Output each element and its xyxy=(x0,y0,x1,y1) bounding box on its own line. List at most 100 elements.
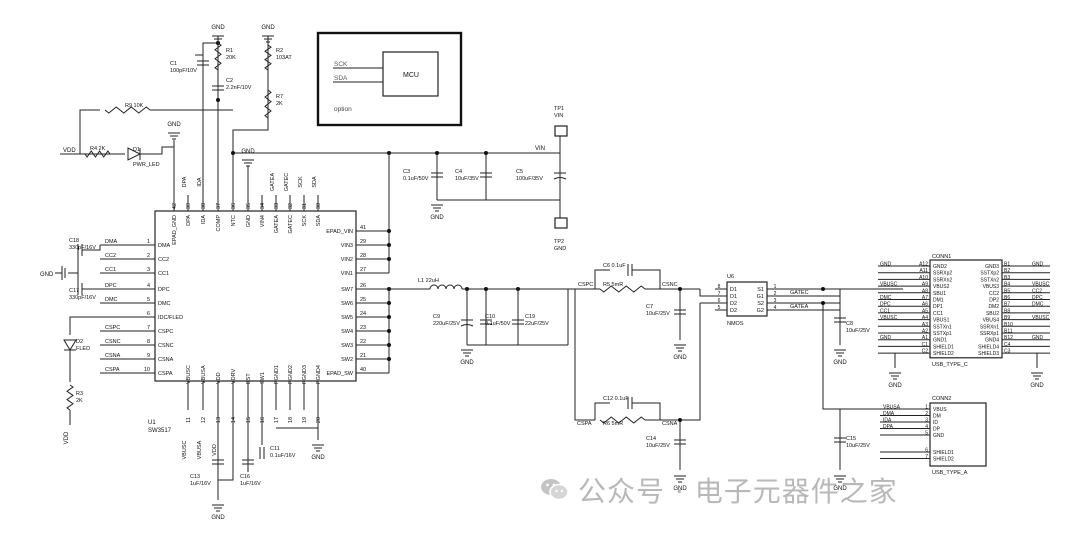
r6-label: R6 5mR xyxy=(603,421,623,427)
conn1-pin-name: GND2 xyxy=(933,264,947,270)
u6-pin-name: D1 xyxy=(730,294,737,300)
r1-resistor xyxy=(214,42,222,71)
net-label: GND xyxy=(880,262,892,268)
ground-symbol xyxy=(674,475,686,483)
net-label: DMC xyxy=(880,295,892,301)
vdd-label: VDD xyxy=(63,148,76,154)
u1-pin-name: DMC xyxy=(158,301,171,307)
u1-pin-num: 35 xyxy=(246,203,252,209)
components xyxy=(61,31,1043,512)
conn1-body xyxy=(929,259,1003,359)
junction-dot xyxy=(231,151,235,155)
conn1-pin-name: GND1 xyxy=(933,338,947,344)
value-C8: 10uF/25V xyxy=(846,328,870,334)
gnd-label: GND xyxy=(833,360,847,366)
ground-symbol xyxy=(212,504,224,512)
junction-dot xyxy=(435,151,439,155)
ref-C18: C18 xyxy=(69,238,79,244)
junction-dot xyxy=(821,287,825,291)
net-label: VBUSC xyxy=(182,440,188,459)
ref-C1: C1 xyxy=(170,61,177,67)
gnd-label: GND xyxy=(261,25,275,31)
u6-pin-name: G2 xyxy=(757,308,764,314)
net-label: CC1 xyxy=(105,267,116,273)
conn1-pin-num: A10 xyxy=(919,275,928,281)
net-label: CSPC xyxy=(578,282,593,288)
conn2-pin-name: GND xyxy=(933,433,945,439)
conn2-pin-name: ID xyxy=(933,420,938,426)
u1-pin-name: CC1 xyxy=(158,271,169,277)
conn1-pin-name: SBU2 xyxy=(986,311,999,317)
gnd-label: GND xyxy=(241,149,255,155)
u1-pin-name: VIN4 xyxy=(260,215,266,227)
gnd-label: GND xyxy=(211,25,225,31)
junction-dot xyxy=(387,357,391,361)
u1-pin-name: SCK xyxy=(302,215,308,227)
conn1-pin-num: A6 xyxy=(922,302,928,308)
ref-D2: D2 xyxy=(76,339,83,345)
net-label: VBUSC xyxy=(1032,315,1050,321)
mcu-sda: SDA xyxy=(334,75,348,82)
ground-symbol xyxy=(431,204,443,212)
value-C18: 330pF/16V xyxy=(69,245,96,251)
u1-pin-num: 33 xyxy=(274,203,280,209)
ref-C11: C11 xyxy=(270,446,280,452)
r5-resistor xyxy=(599,285,646,293)
net-label: DMC xyxy=(105,297,118,303)
conn1-pin-name: SHIELD1 xyxy=(933,344,954,350)
r2-resistor xyxy=(264,44,272,71)
u1-pin-num: 37 xyxy=(216,203,222,209)
value-TP1: VIN xyxy=(554,113,563,119)
conn1-pin-num: B10 xyxy=(1004,322,1013,328)
u1-pin-name: CSNA xyxy=(158,357,174,363)
gnd-label: GND xyxy=(1030,383,1044,389)
u1-pin-name: EPAD_VIN xyxy=(326,229,353,235)
ref-C15: C15 xyxy=(846,436,856,442)
u1-pin-num: 32 xyxy=(288,203,294,209)
u1-pin-name: SW5 xyxy=(341,315,353,321)
r9-label: R9 10K xyxy=(125,103,144,109)
wire xyxy=(632,269,661,289)
net-label: GATEA xyxy=(790,304,809,310)
gnd-label: GND xyxy=(888,383,902,389)
r3-resistor xyxy=(66,384,74,411)
ground-symbol xyxy=(834,349,846,357)
conn1-pin-num: B6 xyxy=(1004,295,1010,301)
net-label: CSNA xyxy=(105,353,121,359)
value-C9: 220uF/25V xyxy=(433,321,460,327)
u1-pin-name: VDRV xyxy=(231,368,237,384)
gnd-label: GND xyxy=(311,455,325,461)
value-D1: PWR_LED xyxy=(133,162,160,168)
conn1-pin-name: CC2 xyxy=(989,291,999,297)
conn1-pin-num: C3 xyxy=(1004,349,1011,355)
value-C2: 2.2nF/10V xyxy=(226,85,252,91)
u1-pin-num: 7 xyxy=(147,325,150,331)
conn1-pin-name: GND4 xyxy=(985,338,999,344)
conn1-pin-name: SHIELD3 xyxy=(978,351,999,357)
junction-dot xyxy=(387,243,391,247)
u1-pin-name: PGND2 xyxy=(288,365,294,384)
conn1-pin-num: A1 xyxy=(922,335,928,341)
conn1-pin-num: B11 xyxy=(1004,329,1013,335)
conn1-ref: CONN1 xyxy=(932,254,951,260)
junction-dot xyxy=(821,301,825,305)
value-C17: 330pF/16V xyxy=(69,295,96,301)
u1-pin-num: 41 xyxy=(360,225,366,231)
conn1-pin-num: A11 xyxy=(919,268,928,274)
junction-dot xyxy=(678,418,682,422)
ref-C5: C5 xyxy=(516,169,523,175)
u6-pin-num: 5 xyxy=(718,305,721,311)
ref-C8: C8 xyxy=(846,321,853,327)
junction-dot xyxy=(387,301,391,305)
net-label: VBUSC xyxy=(880,282,898,288)
conn1-pin-name: SSRXp2 xyxy=(933,271,952,277)
u1-pin-num: 6 xyxy=(147,311,150,317)
u1-pin-num: 19 xyxy=(302,417,308,423)
u1-pin-num: 25 xyxy=(360,297,366,303)
net-label: CSNC xyxy=(105,339,121,345)
u1-pin-name: GATEC xyxy=(288,215,294,234)
u1-pin-name: SW3 xyxy=(341,343,353,349)
u1-pin-num: 1 xyxy=(147,239,150,245)
conn2-part: USB_TYPE_A xyxy=(932,470,968,476)
conn1-pin-num: A9 xyxy=(922,282,928,288)
